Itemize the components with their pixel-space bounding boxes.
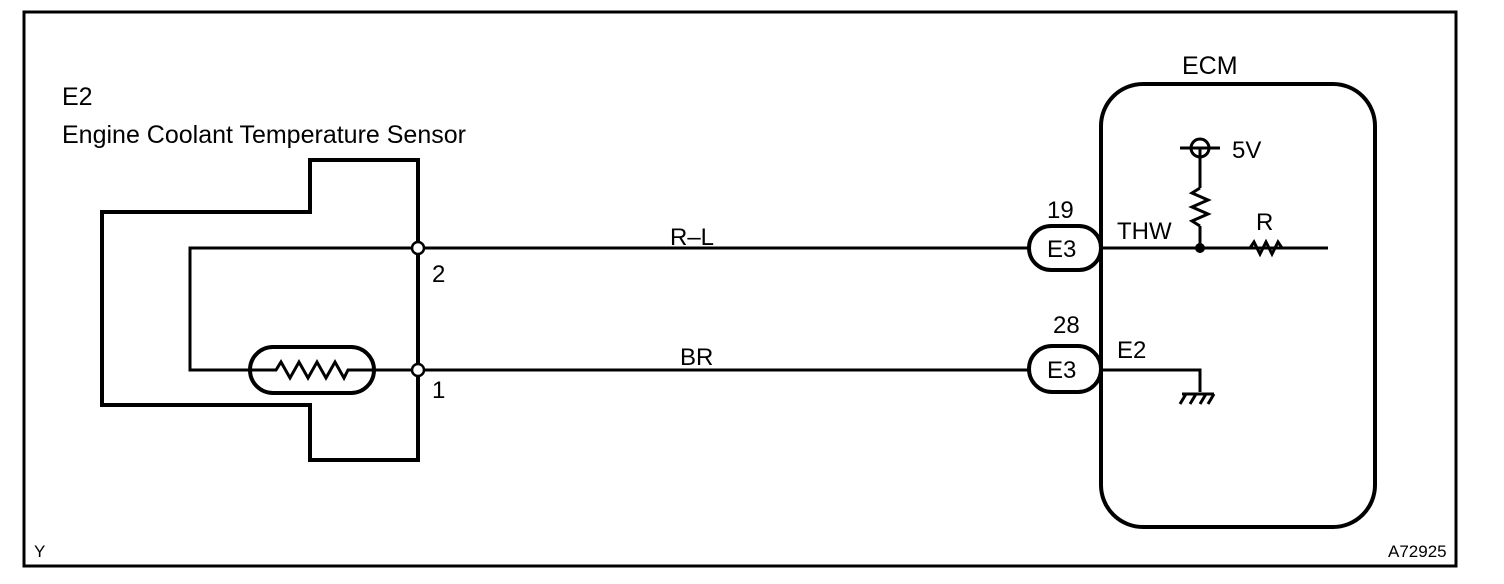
thermistor-resistor-symbol	[250, 358, 374, 382]
sensor-body	[100, 158, 420, 462]
connector-pin-28: 28	[1053, 312, 1080, 339]
ecm-title: ECM	[1182, 52, 1238, 80]
diagram-frame	[22, 10, 1458, 568]
pullup-resistor	[1188, 186, 1212, 228]
footer-left-code: Y	[34, 542, 45, 561]
ecm-box	[1099, 82, 1377, 529]
sensor-code: E2	[62, 83, 93, 111]
ground-hatch-1	[1178, 393, 1188, 405]
figure-id: A72925	[1388, 542, 1447, 561]
ground-hatch-2	[1188, 393, 1198, 405]
connector-e3-lower-label: E3	[1047, 357, 1076, 384]
sensor-pin-2-label: 2	[432, 261, 445, 288]
wire-upper-color: R–L	[670, 224, 714, 251]
ground-hatch-4	[1206, 393, 1216, 405]
sensor-name: Engine Coolant Temperature Sensor	[62, 121, 466, 149]
sensor-terminal-1	[410, 362, 426, 378]
resistor-r-label: R	[1256, 209, 1273, 236]
ground-hatch-3	[1198, 393, 1208, 405]
voltage-label: 5V	[1232, 137, 1261, 164]
connector-pin-19: 19	[1047, 197, 1074, 224]
sensor-internal-wire	[188, 246, 418, 372]
sensor-terminal-2	[410, 240, 426, 256]
signal-thw-label: THW	[1117, 218, 1172, 245]
connector-e3-upper-label: E3	[1047, 236, 1076, 263]
ecm-ground-line	[1101, 368, 1202, 392]
signal-e2-label: E2	[1117, 337, 1146, 364]
sensor-pin-1-label: 1	[432, 377, 445, 404]
wire-lower-color: BR	[680, 344, 713, 371]
resistor-r	[1244, 238, 1290, 258]
